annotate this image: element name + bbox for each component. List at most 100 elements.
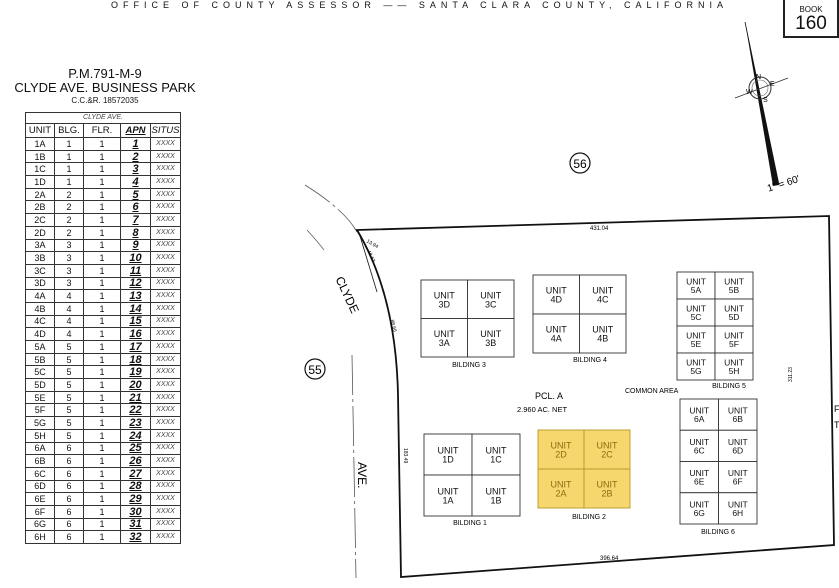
unit-id: 6D: [732, 445, 743, 455]
north-arrow-icon: N E S W: [734, 21, 789, 186]
unit-id: 4C: [597, 295, 609, 305]
unit-prefix: UNIT: [724, 331, 744, 341]
unit-id: 1B: [490, 496, 501, 506]
compass-e: E: [770, 81, 775, 88]
unit-prefix: UNIT: [689, 406, 709, 416]
unit-prefix: UNIT: [592, 286, 613, 296]
unit-id: 5E: [691, 339, 702, 349]
unit-prefix: UNIT: [689, 499, 709, 509]
unit-prefix: UNIT: [728, 406, 748, 416]
unit-id: 6A: [694, 414, 705, 424]
unit-prefix: UNIT: [724, 304, 744, 314]
unit-prefix: UNIT: [686, 331, 706, 341]
unit-id: 6C: [694, 445, 705, 455]
building-6: UNIT6AUNIT6BUNIT6CUNIT6DUNIT6EUNIT6FUNIT…: [679, 398, 758, 536]
unit-prefix: UNIT: [434, 329, 455, 339]
unit-id: 5H: [729, 366, 740, 376]
situs-cell: XXXX: [150, 149, 181, 164]
unit-prefix: UNIT: [438, 487, 459, 497]
unit-prefix: UNIT: [689, 468, 709, 478]
unit-prefix: UNIT: [686, 304, 706, 314]
unit-id: 6B: [733, 414, 744, 424]
parcel-a-boundary: [355, 215, 835, 578]
building-label: BILDING 6: [701, 529, 735, 536]
unit-prefix: UNIT: [546, 325, 567, 335]
building-label: BILDING 4: [573, 357, 607, 364]
building-5: UNIT5AUNIT5BUNIT5CUNIT5DUNIT5EUNIT5FUNIT…: [676, 271, 754, 390]
book-number: 160: [795, 13, 827, 34]
unit-id: 5D: [729, 312, 740, 322]
unit-prefix: UNIT: [689, 437, 709, 447]
unit-id: 5F: [729, 339, 739, 349]
book-label: BOOK: [799, 5, 823, 14]
unit-prefix: UNIT: [592, 325, 613, 335]
unit-id: 3A: [439, 338, 450, 348]
parcel-label: PCL. A: [535, 391, 563, 401]
unit-prefix: UNIT: [551, 441, 572, 451]
unit-prefix: UNIT: [724, 358, 744, 368]
common-area-label: COMMON AREA: [625, 388, 679, 395]
building-label: BILDING 3: [452, 362, 486, 369]
situs-cell: XXXX: [150, 137, 181, 151]
dim-top: 431.04: [590, 226, 609, 232]
unit-id: 4B: [597, 334, 608, 344]
unit-id: 5G: [690, 366, 701, 376]
dim-right: 311.23: [788, 367, 794, 382]
unit-id: 6F: [733, 477, 743, 487]
compass-s: S: [763, 97, 768, 104]
edge-text-t: T: [834, 420, 839, 430]
street-name-ave: AVE.: [355, 462, 369, 488]
floor-cell: 1: [83, 530, 121, 544]
unit-prefix: UNIT: [486, 446, 507, 456]
unit-id: 5A: [691, 285, 702, 295]
unit-prefix: UNIT: [438, 446, 459, 456]
